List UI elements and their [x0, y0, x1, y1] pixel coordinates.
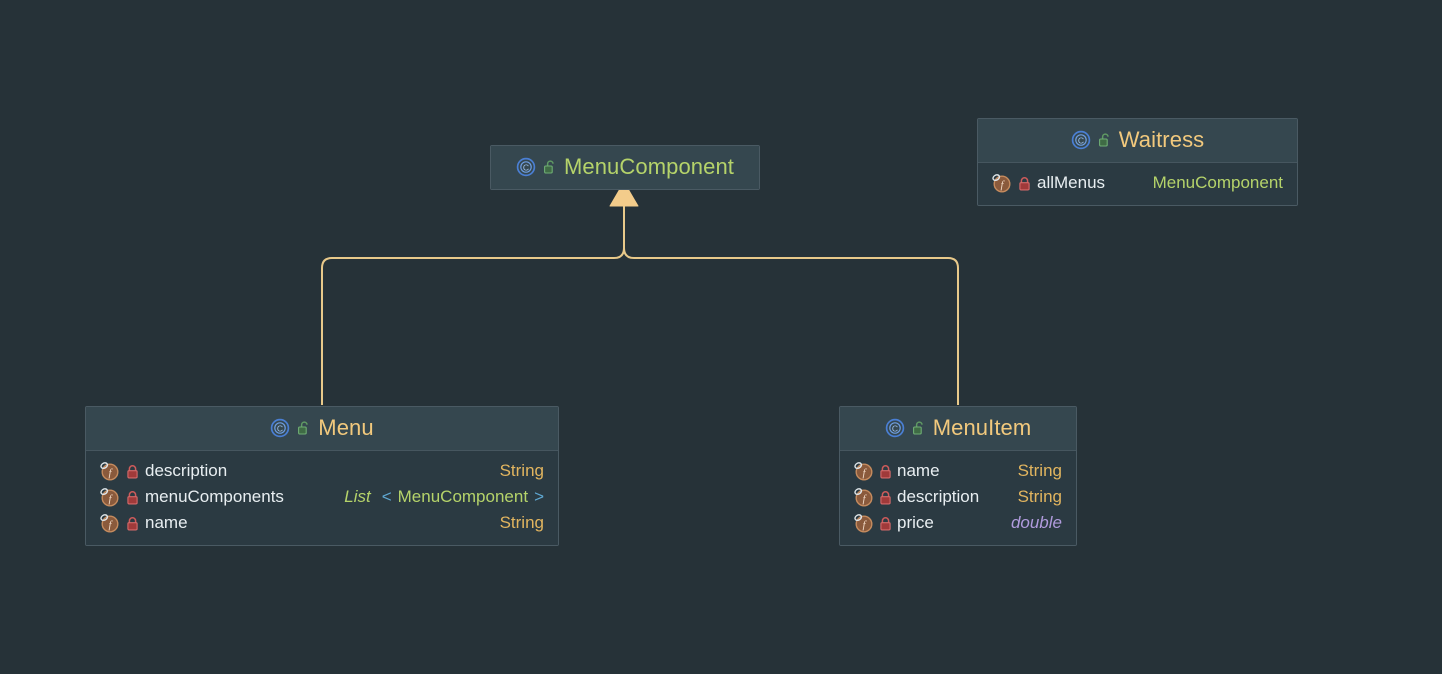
unlock-icon	[297, 420, 311, 436]
class-node-waitress[interactable]: C Waitress f	[977, 118, 1298, 206]
member-name: menuComponents	[145, 487, 284, 506]
lock-icon	[879, 516, 892, 531]
edge-menuitem-to-menucomponent	[623, 200, 959, 405]
field-icon: f	[853, 461, 874, 481]
svg-text:f: f	[108, 467, 113, 479]
svg-text:f: f	[862, 519, 867, 531]
lock-icon	[879, 464, 892, 479]
lock-icon	[879, 490, 892, 505]
lock-icon	[126, 464, 139, 479]
unlock-icon	[912, 420, 926, 436]
class-members: f name String f	[840, 451, 1076, 545]
member-type: MenuComponent	[1152, 173, 1283, 192]
member-type: String	[499, 513, 544, 532]
member-name: price	[897, 513, 934, 532]
member-type: double	[1010, 513, 1062, 532]
field-icon: f	[99, 513, 120, 533]
member-row[interactable]: f allMenus MenuComponent	[978, 170, 1297, 196]
field-icon: f	[991, 173, 1012, 193]
lock-icon	[1018, 176, 1031, 191]
lock-icon	[126, 490, 139, 505]
class-title: MenuComponent	[563, 154, 735, 179]
unlock-icon	[543, 159, 557, 175]
svg-text:f: f	[862, 493, 867, 505]
class-icon: C	[1071, 130, 1091, 150]
member-row[interactable]: f price double	[840, 510, 1076, 536]
class-members: f allMenus MenuComponent	[978, 163, 1297, 205]
class-header: C MenuComponent	[491, 146, 759, 189]
svg-text:C: C	[277, 424, 283, 434]
member-row[interactable]: f name String	[86, 510, 558, 536]
class-members: f description String	[86, 451, 558, 545]
class-node-menu[interactable]: C Menu f	[85, 406, 559, 546]
member-row[interactable]: f menuComponents List < MenuComponent >	[86, 484, 558, 510]
field-icon: f	[99, 461, 120, 481]
unlock-icon	[1098, 132, 1112, 148]
member-type-generic-close: >	[534, 487, 544, 506]
class-icon: C	[270, 418, 290, 438]
member-row[interactable]: f description String	[840, 484, 1076, 510]
field-icon: f	[853, 513, 874, 533]
class-header: C MenuItem	[840, 407, 1076, 451]
member-name: name	[145, 513, 188, 532]
svg-text:f: f	[108, 493, 113, 505]
class-title: Waitress	[1118, 127, 1205, 152]
svg-text:C: C	[1078, 136, 1084, 146]
field-icon: f	[99, 487, 120, 507]
class-title: MenuItem	[932, 415, 1032, 440]
member-type-generic-open: <	[381, 487, 392, 506]
member-row[interactable]: f name String	[840, 458, 1076, 484]
svg-text:f: f	[1000, 179, 1005, 191]
class-title: Menu	[318, 415, 374, 440]
member-type: String	[1017, 487, 1062, 506]
svg-text:f: f	[862, 467, 867, 479]
class-icon: C	[885, 418, 905, 438]
svg-text:C: C	[523, 163, 529, 173]
class-node-menucomponent[interactable]: C MenuComponent	[490, 145, 760, 190]
class-node-menuitem[interactable]: C MenuItem f	[839, 406, 1077, 546]
member-name: allMenus	[1037, 173, 1106, 192]
edge-menu-to-menucomponent	[321, 200, 625, 405]
member-row[interactable]: f description String	[86, 458, 558, 484]
member-name: name	[897, 461, 940, 480]
lock-icon	[126, 516, 139, 531]
class-header: C Waitress	[978, 119, 1297, 163]
member-type-generic-base: List	[344, 487, 371, 506]
class-icon: C	[516, 157, 536, 177]
member-name: description	[897, 487, 980, 506]
member-type-generic-arg: MenuComponent	[397, 487, 529, 506]
member-type: String	[499, 461, 544, 480]
member-name: description	[145, 461, 228, 480]
class-header: C Menu	[86, 407, 558, 451]
member-type: String	[1017, 461, 1062, 480]
svg-text:f: f	[108, 519, 113, 531]
svg-text:C: C	[892, 424, 898, 434]
field-icon: f	[853, 487, 874, 507]
